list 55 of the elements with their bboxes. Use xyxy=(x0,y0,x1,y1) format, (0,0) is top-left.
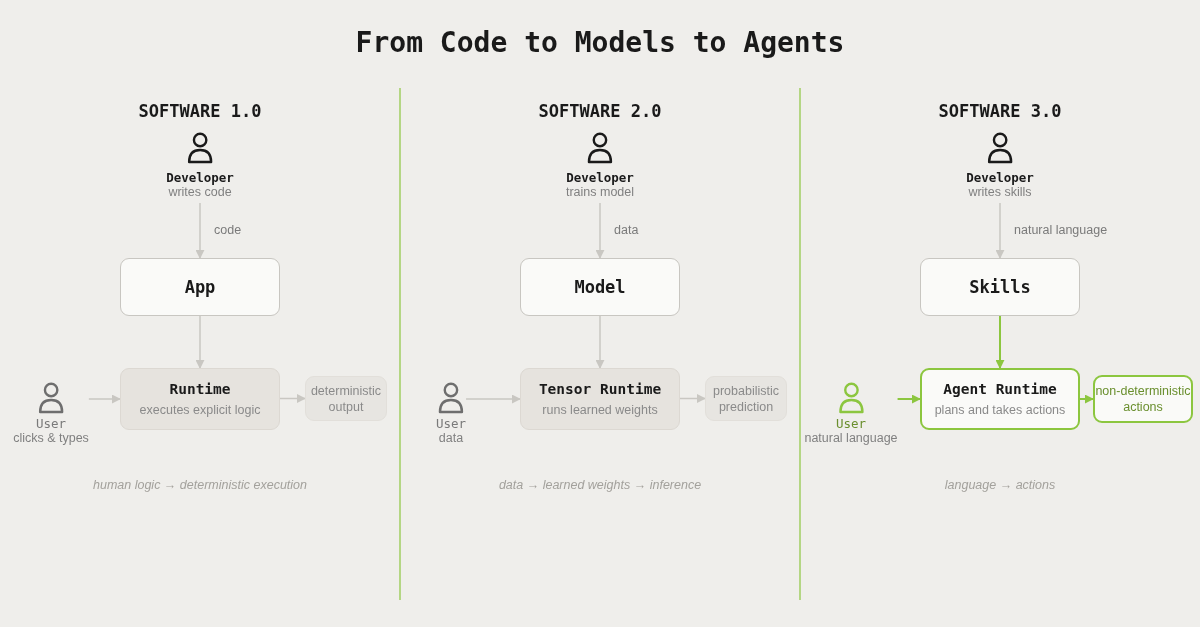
output-label: deterministic output xyxy=(309,382,383,415)
box-description: plans and takes actions xyxy=(934,403,1066,417)
box-title: Model xyxy=(574,277,626,297)
arrow xyxy=(896,394,921,404)
runtime-box xyxy=(520,368,680,430)
column-heading: SOFTWARE 3.0 xyxy=(938,101,1062,121)
arrow xyxy=(195,315,205,369)
arrow xyxy=(279,394,306,403)
actor-name: Developer xyxy=(566,170,634,185)
process-box xyxy=(920,258,1080,316)
arrow xyxy=(995,202,1005,259)
arrow xyxy=(595,315,605,369)
column-summary: human logic → deterministic execution xyxy=(93,478,307,492)
arrow xyxy=(1079,394,1094,404)
diagram-title: From Code to Models to Agents xyxy=(355,26,845,59)
arrow xyxy=(995,315,1005,369)
output-box xyxy=(705,376,787,421)
edge-label: code xyxy=(214,222,242,237)
actor-role: natural language xyxy=(804,431,898,445)
arrow xyxy=(88,394,121,404)
actor-name: Developer xyxy=(166,170,234,185)
actor-name: User xyxy=(835,416,867,431)
runtime-box xyxy=(120,368,280,430)
output-label: probabilistic prediction xyxy=(712,382,780,415)
box-title: App xyxy=(184,277,216,297)
runtime-box xyxy=(920,368,1080,430)
actor-role: trains model xyxy=(565,185,635,199)
column-summary: language → actions xyxy=(944,478,1056,492)
box-title: Tensor Runtime xyxy=(538,381,662,397)
arrow xyxy=(595,202,605,259)
edge-label: data xyxy=(614,222,639,237)
process-box xyxy=(120,258,280,316)
output-label: non-deterministic actions xyxy=(1095,383,1191,415)
actor-name: Developer xyxy=(966,170,1034,185)
output-box xyxy=(1093,375,1193,423)
actor-name: User xyxy=(435,416,467,431)
arrow xyxy=(465,394,521,404)
actor-role: writes skills xyxy=(968,185,1032,199)
actor-name: User xyxy=(35,416,67,431)
box-title: Skills xyxy=(969,277,1031,297)
process-box xyxy=(520,258,680,316)
actor-role: data xyxy=(438,431,464,445)
actor-role: writes code xyxy=(168,185,232,199)
actor-role: clicks & types xyxy=(13,431,89,445)
arrow xyxy=(679,394,706,403)
box-title: Runtime xyxy=(169,381,231,397)
box-title: Agent Runtime xyxy=(943,381,1057,397)
column-heading: SOFTWARE 1.0 xyxy=(138,101,262,121)
edge-label: natural language xyxy=(1014,222,1108,237)
column-summary: data → learned weights → inference xyxy=(498,478,702,492)
box-description: executes explicit logic xyxy=(139,403,261,417)
arrow xyxy=(195,202,205,259)
output-box xyxy=(305,376,387,421)
column-heading: SOFTWARE 2.0 xyxy=(538,101,662,121)
box-description: runs learned weights xyxy=(542,403,658,417)
